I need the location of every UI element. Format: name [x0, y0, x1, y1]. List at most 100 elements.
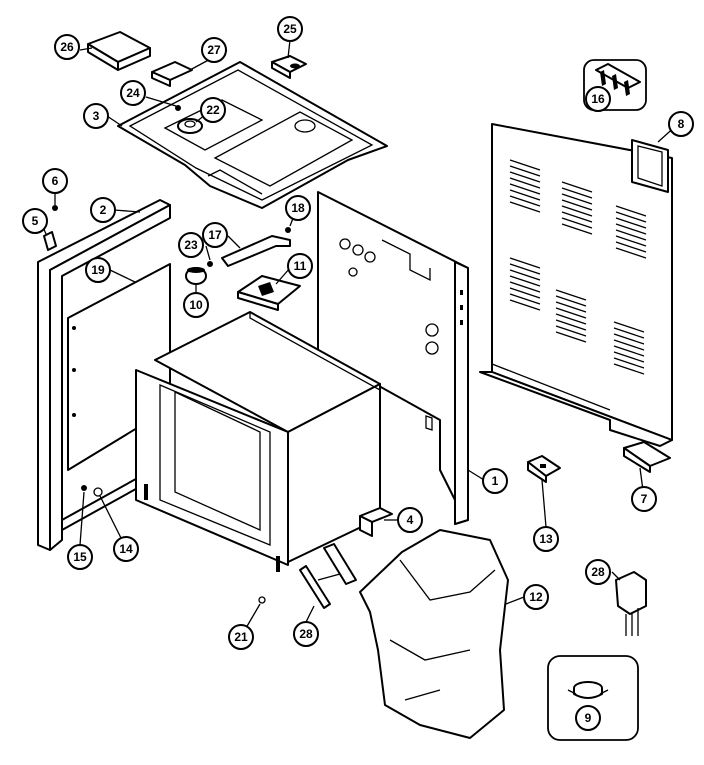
louver-slot: [555, 307, 587, 319]
callout-21: 21: [228, 624, 254, 650]
callout-2: 2: [90, 197, 116, 223]
louver-slot: [613, 363, 645, 375]
louver-slot: [509, 177, 541, 189]
callout-24-label: 24: [126, 86, 140, 100]
louver-slot: [509, 263, 541, 275]
part-24: [175, 105, 181, 111]
callout-3: 3: [83, 103, 109, 129]
callout-11-label: 11: [294, 259, 307, 273]
callout-24: 24: [120, 80, 146, 106]
callout-2-label: 2: [100, 203, 107, 217]
part-20: [615, 571, 647, 636]
callout-6: 6: [42, 168, 68, 194]
louver-slot: [615, 235, 647, 247]
callout-1-label: 1: [492, 474, 499, 488]
louver-slot: [509, 159, 541, 171]
callout-9-label: 9: [585, 711, 592, 725]
callout-16-label: 16: [591, 92, 605, 106]
louver-slot: [561, 217, 593, 229]
callout-8-label: 8: [678, 117, 685, 131]
louver-slot: [613, 339, 645, 351]
callout-11: 11: [287, 253, 313, 279]
louver-slot: [509, 287, 541, 299]
callout-6-label: 6: [52, 174, 59, 188]
louver-slot: [613, 351, 645, 363]
callout-10: 10: [183, 292, 209, 318]
callout-1: 1: [482, 468, 508, 494]
part-10: [185, 267, 207, 285]
louver-slot: [613, 333, 645, 345]
callout-13-label: 13: [539, 532, 553, 546]
louver-slot: [615, 247, 647, 259]
back-panel: [479, 123, 673, 447]
louver-slot: [509, 299, 541, 311]
louver-slot: [509, 275, 541, 287]
callout-4-label: 4: [407, 513, 414, 527]
top-panel: [117, 61, 388, 209]
callout-22: 22: [200, 97, 226, 123]
part-14: [93, 487, 103, 497]
callout-28-hinge-label: 28: [299, 627, 313, 641]
louver-slot: [613, 357, 645, 369]
louver-slot: [615, 205, 647, 217]
callout-23-label: 23: [184, 238, 198, 252]
callout-5: 5: [22, 208, 48, 234]
louver-slot: [509, 269, 541, 281]
louver-slot: [509, 195, 541, 207]
louver-slot: [509, 281, 541, 293]
louver-slot: [509, 201, 541, 213]
side-panel-right: [317, 191, 469, 525]
louver-slot: [613, 345, 645, 357]
callout-4: 4: [397, 507, 423, 533]
callout-12: 12: [523, 584, 549, 610]
callout-16: 16: [585, 86, 611, 112]
callout-17: 17: [202, 222, 228, 248]
part-4: [359, 507, 393, 537]
callout-10-label: 10: [189, 298, 203, 312]
louver-slot: [561, 223, 593, 235]
louver-slot: [615, 229, 647, 241]
part-11: [237, 275, 301, 311]
callout-19: 19: [85, 257, 111, 283]
callout-8: 8: [668, 111, 694, 137]
louver-slot: [555, 295, 587, 307]
part-21: [258, 596, 266, 604]
louver-slot: [555, 331, 587, 343]
callout-14-label: 14: [119, 542, 133, 556]
part-17: [221, 235, 291, 267]
callout-18-label: 18: [291, 201, 305, 215]
callout-5-label: 5: [32, 214, 39, 228]
insulation-blanket: [359, 529, 509, 739]
louver-slot: [613, 327, 645, 339]
louver-slot: [615, 241, 647, 253]
louver-slot: [615, 223, 647, 235]
louver-slot: [561, 211, 593, 223]
part-27: [151, 61, 193, 87]
louver-slot: [509, 171, 541, 183]
part-13: [527, 455, 561, 483]
louver-slot: [615, 211, 647, 223]
part-8: [631, 139, 669, 193]
callout-28-plug: 28: [585, 559, 611, 585]
louver-slot: [615, 217, 647, 229]
part-26: [87, 31, 151, 71]
louver-slot: [509, 257, 541, 269]
callout-26: 26: [54, 34, 80, 60]
callout-3-label: 3: [93, 109, 100, 123]
callout-27: 27: [201, 37, 227, 63]
louver-slot: [555, 325, 587, 337]
part-15: [81, 485, 87, 491]
callout-19-label: 19: [91, 263, 105, 277]
part-25: [271, 55, 307, 79]
callout-7-label: 7: [641, 492, 648, 506]
part-9: [547, 655, 639, 741]
callout-17-label: 17: [208, 228, 222, 242]
callout-13: 13: [533, 526, 559, 552]
louvers: [509, 159, 647, 375]
callout-28-hinge: 28: [293, 621, 319, 647]
part-16: [583, 59, 647, 111]
louver-slot: [561, 181, 593, 193]
callout-14: 14: [113, 536, 139, 562]
callout-15: 15: [67, 544, 93, 570]
